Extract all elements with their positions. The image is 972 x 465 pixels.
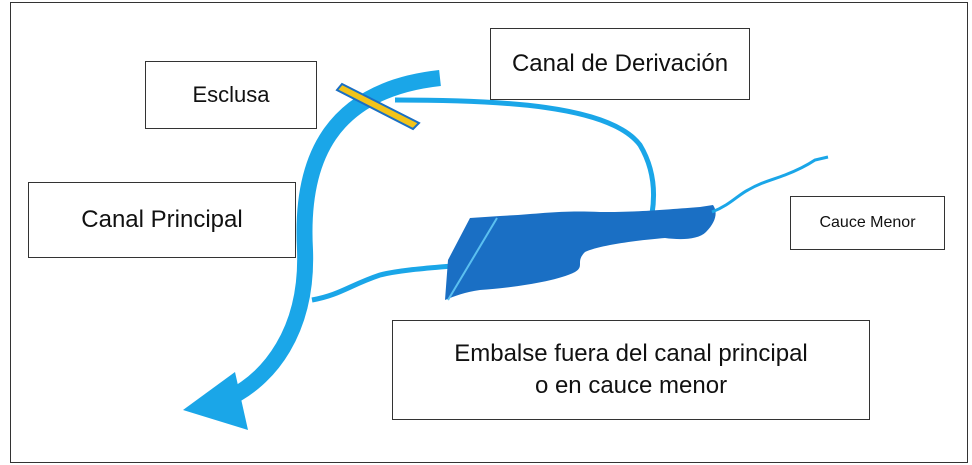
label-embalse-line1: Embalse fuera del canal principal: [454, 339, 808, 367]
inflow-channel: [311, 263, 453, 303]
diversion-channel: [394, 97, 657, 215]
label-cauce-menor: Cauce Menor: [790, 196, 945, 250]
label-embalse: Embalse fuera del canal principal o en c…: [392, 320, 870, 420]
label-canal-derivacion: Canal de Derivación: [490, 28, 750, 100]
label-canal-principal: Canal Principal: [28, 182, 296, 258]
lock-gate: [335, 82, 421, 131]
minor-stream: [711, 155, 829, 214]
reservoir-dam-edge: [447, 217, 498, 301]
label-embalse-line2: o en cauce menor: [534, 372, 728, 399]
label-esclusa: Esclusa: [145, 61, 317, 129]
reservoir: [445, 205, 716, 300]
main-channel-arrowhead: [183, 372, 248, 430]
